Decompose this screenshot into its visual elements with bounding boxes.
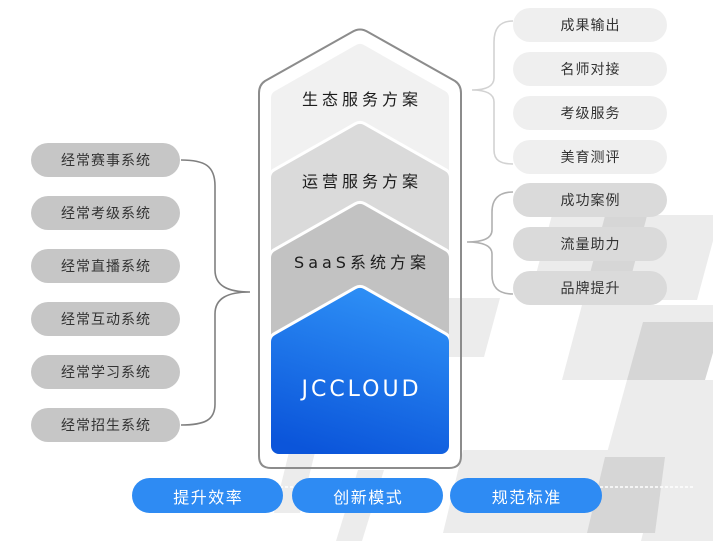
stack-outline [258,28,462,469]
layer-core-block [271,285,449,454]
layer-saas-label: SaaS系统方案 [294,253,430,272]
system-pill: 经常招生系统 [31,408,180,442]
background-tile [274,440,318,513]
ecosystem-service-pill: 名师对接 [513,52,667,86]
value-button-efficiency[interactable]: 提升效率 [132,478,283,513]
ecosystem-service-pill: 考级服务 [513,96,667,130]
background-tile-dark [587,457,665,533]
ecosystem-service-pill: 成果输出 [513,8,667,42]
value-button-standards[interactable]: 规范标准 [450,478,602,513]
core-brand-label: JCCLOUD [301,377,422,402]
layer-operations-label: 运营服务方案 [301,172,422,191]
background-tile-dark [627,322,713,380]
layer-ecosystem-label: 生态服务方案 [301,90,422,109]
system-pill: 经常互动系统 [31,302,180,336]
system-pill: 经常赛事系统 [31,143,180,177]
ecosystem-service-pill: 美育测评 [513,140,667,174]
system-pill: 经常直播系统 [31,249,180,283]
operation-service-pill: 品牌提升 [513,271,667,305]
system-pill: 经常考级系统 [31,196,180,230]
left-brace [180,159,251,426]
operation-service-pill: 成功案例 [513,183,667,217]
operation-service-pill: 流量助力 [513,227,667,261]
right-middle-brace [466,191,514,295]
value-button-innovation[interactable]: 创新模式 [292,478,443,513]
system-pill: 经常学习系统 [31,355,180,389]
right-top-brace [471,20,514,165]
background-tile [641,533,713,541]
